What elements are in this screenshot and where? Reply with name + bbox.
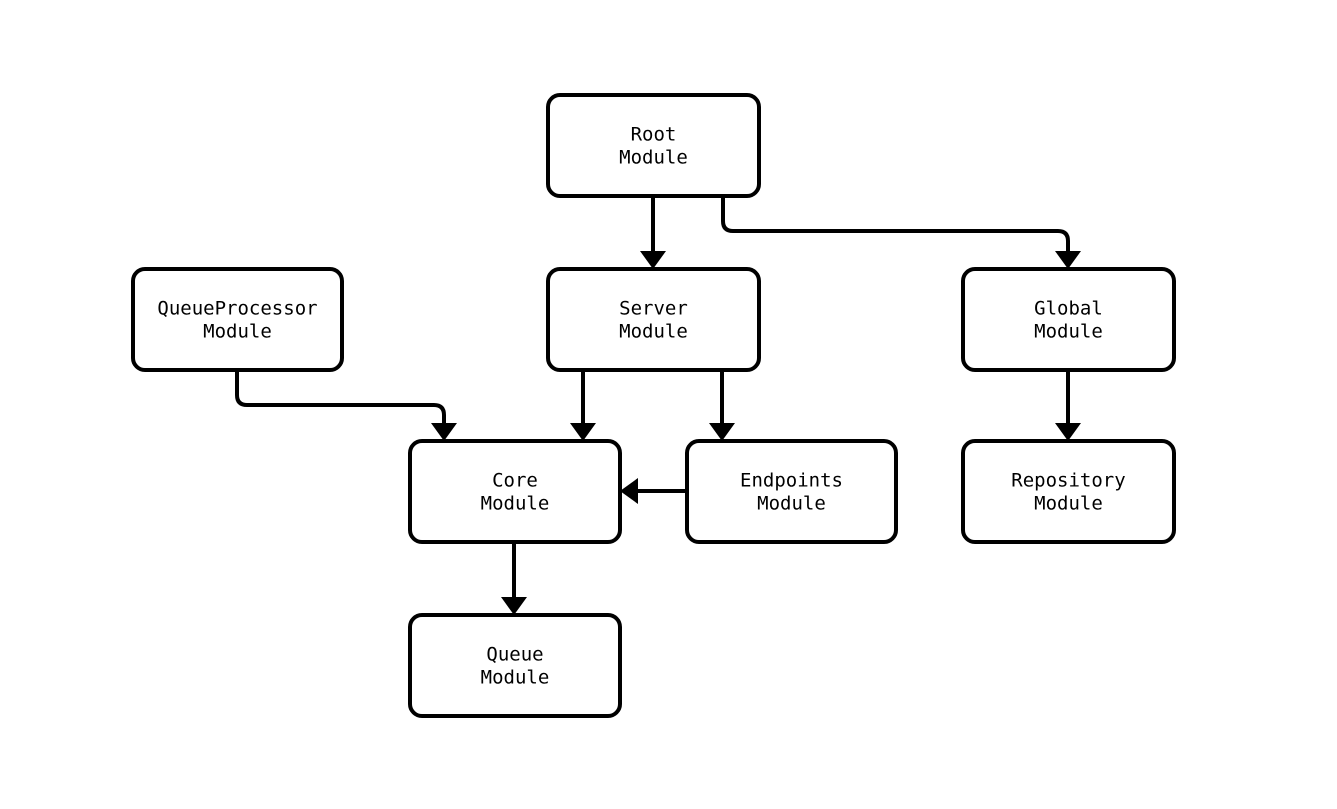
arrowhead-icon: [501, 597, 527, 615]
edge-queueprocessor-to-core: [235, 370, 457, 441]
node-label-line2: Module: [619, 146, 688, 168]
node-label-line1: QueueProcessor: [157, 297, 317, 319]
edge-line: [235, 370, 446, 424]
node-label-line2: Module: [203, 320, 272, 342]
node-label-line1: Endpoints: [740, 469, 843, 491]
node-label-line1: Core: [492, 469, 538, 491]
edge-root-to-server: [640, 196, 666, 269]
edge-root-to-global: [721, 196, 1081, 269]
node-label-line1: Repository: [1011, 469, 1125, 491]
arrowhead-icon: [620, 478, 638, 504]
arrowhead-icon: [1055, 251, 1081, 269]
node-label-line2: Module: [1034, 320, 1103, 342]
edge-server-to-endpoints: [709, 370, 735, 441]
node-shape: [961, 439, 1176, 544]
node-label-line2: Module: [757, 492, 826, 514]
node-label-line1: Server: [619, 297, 688, 319]
node-label-line2: Module: [619, 320, 688, 342]
node-label-line2: Module: [481, 492, 550, 514]
node-shape: [408, 613, 622, 718]
edge-core-to-queue: [501, 542, 527, 615]
node-label-line2: Module: [481, 666, 550, 688]
node-shape: [131, 267, 344, 372]
edge-endpoints-to-core: [620, 478, 687, 504]
arrowhead-icon: [431, 423, 457, 441]
node-label-line1: Global: [1034, 297, 1103, 319]
edge-server-to-core: [570, 370, 596, 441]
node-shape: [408, 439, 622, 544]
arrowhead-icon: [709, 423, 735, 441]
edges-layer: [235, 196, 1081, 615]
node-shape: [685, 439, 898, 544]
arrowhead-icon: [1055, 423, 1081, 441]
node-label-line1: Root: [631, 123, 677, 145]
node-shape: [961, 267, 1176, 372]
node-label-line2: Module: [1034, 492, 1103, 514]
arrowhead-icon: [570, 423, 596, 441]
node-shape: [546, 267, 761, 372]
arrowhead-icon: [640, 251, 666, 269]
edge-line: [721, 196, 1070, 252]
edge-global-to-repository: [1055, 370, 1081, 441]
node-label-line1: Queue: [486, 643, 543, 665]
node-shape: [546, 93, 761, 198]
